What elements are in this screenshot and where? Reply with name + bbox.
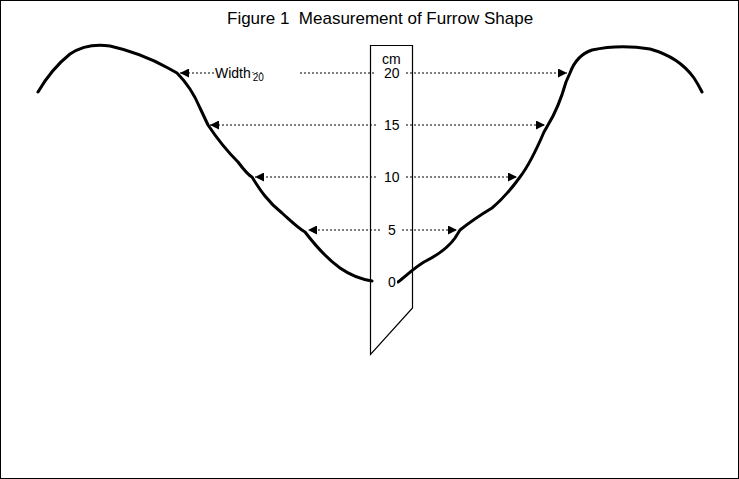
scale-number: 20 xyxy=(383,66,401,80)
scale-number: 0 xyxy=(387,275,397,289)
width-label: Width xyxy=(214,66,252,80)
furrow-profile-left xyxy=(38,45,372,281)
figure-title: Figure 1 Measurement of Furrow Shape xyxy=(227,10,533,27)
ruler-outline xyxy=(370,45,413,355)
ruler: cm20 15 10 5 0 xyxy=(370,45,413,355)
width-subscript: 20 xyxy=(252,73,265,83)
width-measure-lines xyxy=(180,73,567,230)
scale-number: 15 xyxy=(383,118,401,132)
scale-number: 5 xyxy=(387,223,397,237)
scale-number: 10 xyxy=(383,170,401,184)
furrow-profile-right xyxy=(398,47,702,282)
unit-label: cm xyxy=(381,52,402,66)
